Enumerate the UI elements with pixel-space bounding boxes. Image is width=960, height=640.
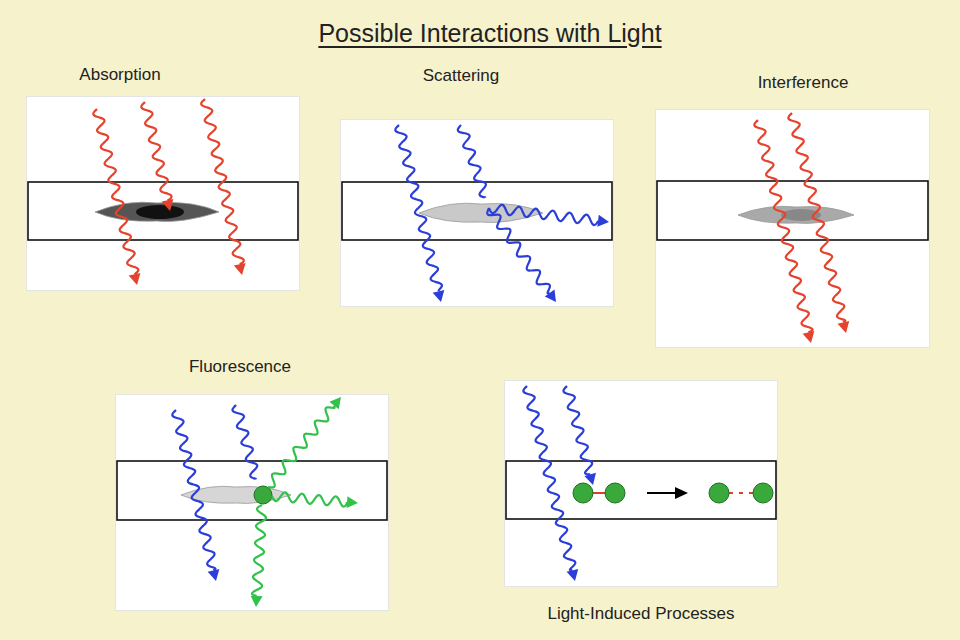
arrow-head	[129, 273, 141, 285]
arrow-head	[433, 290, 445, 302]
panel-heading: Interference	[758, 73, 849, 92]
light-wave	[458, 125, 486, 198]
panel-heading: Fluorescence	[189, 357, 291, 376]
light-wave	[268, 406, 335, 488]
fluorophore	[573, 483, 593, 503]
light-wave	[252, 505, 266, 596]
fluorophore	[605, 483, 625, 503]
panel-illustration	[116, 395, 388, 610]
cell-nucleus	[136, 205, 184, 219]
panel-illustration	[341, 120, 613, 306]
light-wave	[489, 205, 598, 225]
arrow-head	[567, 569, 579, 581]
interaction-panel: Absorption	[27, 97, 299, 290]
arrow-head	[234, 263, 246, 275]
panel-heading: Absorption	[79, 65, 160, 84]
panel-heading-wrap: Scattering	[423, 66, 500, 86]
fluorophore	[753, 483, 773, 503]
panel-heading-wrap: Interference	[758, 73, 849, 93]
arrow-head	[545, 290, 556, 302]
light-wave	[754, 120, 812, 332]
arrow-head	[208, 569, 220, 581]
fluorophore	[254, 486, 272, 504]
arrow-head	[675, 487, 688, 499]
cell-shape	[419, 203, 543, 222]
interaction-panel: Fluorescence	[116, 395, 388, 610]
interaction-panel: Interference	[656, 110, 929, 347]
panel-illustration	[505, 381, 777, 586]
light-wave	[788, 113, 845, 322]
light-wave	[93, 109, 138, 274]
panel-heading-wrap: Light-Induced Processes	[547, 604, 734, 624]
panel-heading: Light-Induced Processes	[547, 604, 734, 623]
sample-slide	[657, 181, 928, 240]
panel-illustration	[656, 110, 929, 347]
arrow-head	[347, 496, 358, 508]
cell-shape	[738, 206, 854, 223]
sample-slide	[117, 461, 387, 520]
light-wave	[172, 410, 215, 570]
panel-illustration	[27, 97, 299, 290]
fluorophore	[709, 483, 729, 503]
light-wave	[232, 405, 257, 479]
sample-slide	[342, 182, 612, 240]
arrow-head	[803, 331, 815, 343]
panel-heading: Scattering	[423, 66, 500, 85]
arrow-head	[838, 321, 850, 333]
light-wave	[272, 492, 347, 506]
light-wave	[487, 208, 550, 293]
arrow-head	[597, 215, 609, 227]
panel-heading-wrap: Absorption	[79, 65, 160, 85]
sample-slide	[28, 182, 298, 240]
light-wave	[201, 99, 244, 264]
diagram-title: Possible Interactions with Light	[318, 19, 661, 48]
interaction-panel: Scattering	[341, 120, 613, 306]
light-wave	[395, 125, 442, 291]
light-wave	[141, 102, 171, 200]
light-wave	[523, 386, 575, 570]
arrow-head	[251, 596, 263, 607]
light-wave	[563, 386, 592, 474]
cell-shape	[95, 202, 219, 221]
arrow-head	[162, 199, 174, 211]
arrow-head	[329, 397, 341, 409]
reaction-arrow	[647, 492, 677, 494]
panel-heading-wrap: Fluorescence	[189, 357, 291, 377]
interaction-panel: Light-Induced Processes	[505, 381, 777, 586]
